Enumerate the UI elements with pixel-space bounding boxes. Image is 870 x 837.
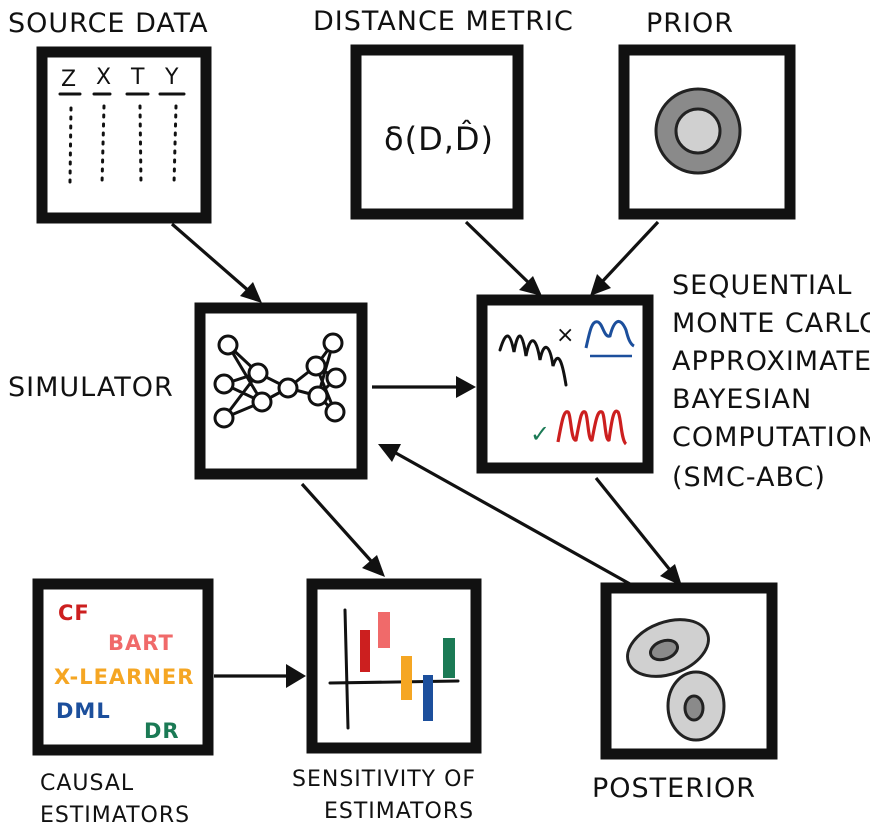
simulator-label: SIMULATOR bbox=[8, 372, 174, 403]
column-t: T bbox=[130, 65, 145, 90]
bar-x-learner bbox=[401, 656, 412, 700]
causal-label-line1: CAUSAL bbox=[40, 771, 134, 796]
sensitivity-x-axis bbox=[328, 679, 460, 685]
smc-label-line1: SEQUENTIAL bbox=[672, 270, 852, 301]
source-data-label: SOURCE DATA bbox=[8, 8, 209, 39]
arrow-simulator-to-sensitivity bbox=[300, 482, 374, 564]
prior-label: PRIOR bbox=[646, 8, 734, 39]
arrow-source-to-simulator bbox=[170, 222, 252, 294]
estimator-bart: BART bbox=[108, 631, 174, 655]
smc-label-line5: COMPUTATION bbox=[672, 422, 870, 453]
arrow-smc-to-posterior bbox=[594, 476, 672, 572]
causal-label-line2: ESTIMATORS bbox=[40, 803, 190, 828]
bar-dr bbox=[443, 638, 455, 678]
bar-dml bbox=[423, 675, 433, 721]
prior-inner-circle bbox=[674, 107, 722, 155]
smc-label-line3: APPROXIMATE bbox=[672, 346, 870, 377]
arrow-distance-to-smc bbox=[464, 220, 532, 286]
arrow-prior-to-smc bbox=[598, 220, 660, 286]
posterior-box bbox=[600, 582, 778, 760]
distance-formula: δ(D,D̂) bbox=[384, 120, 494, 158]
simulator-box bbox=[194, 302, 368, 480]
estimator-dml: DML bbox=[56, 699, 111, 723]
rejected-simulation-curve bbox=[498, 334, 568, 387]
red-distribution bbox=[556, 409, 628, 446]
sensitivity-box bbox=[306, 578, 482, 754]
distance-metric-label: DISTANCE METRIC bbox=[313, 6, 574, 37]
estimator-dr: DR bbox=[144, 719, 180, 743]
column-x: X bbox=[96, 65, 112, 90]
smc-label-line6: (SMC-ABC) bbox=[672, 462, 826, 493]
prior-box bbox=[618, 44, 796, 220]
smc-label-line2: MONTE CARLO- bbox=[672, 308, 870, 339]
estimator-cf: CF bbox=[58, 601, 90, 625]
column-z: Z bbox=[61, 67, 77, 92]
posterior-distribution-icon bbox=[626, 618, 726, 742]
smc-abc-box: × ✓ bbox=[476, 294, 654, 474]
arrows bbox=[170, 220, 682, 688]
smc-abc-label: SEQUENTIAL MONTE CARLO- APPROXIMATE BAYE… bbox=[672, 270, 870, 493]
accept-mark: ✓ bbox=[530, 420, 550, 448]
sensitivity-label-line2: ESTIMATORS bbox=[324, 799, 474, 824]
table-values-dots bbox=[68, 104, 178, 186]
posterior-label: POSTERIOR bbox=[592, 773, 756, 804]
source-data-box: Z X T Y bbox=[36, 46, 212, 224]
distance-metric-box: δ(D,D̂) bbox=[350, 44, 524, 220]
bar-bart bbox=[378, 612, 390, 648]
reject-mark: × bbox=[556, 323, 575, 348]
sensitivity-y-axis bbox=[343, 608, 350, 730]
arrow-posterior-to-simulator bbox=[393, 450, 631, 586]
causal-estimators-box: CF BART X-LEARNER DML DR bbox=[32, 578, 214, 756]
bar-cf bbox=[360, 630, 370, 672]
sensitivity-label-line1: SENSITIVITY OF bbox=[292, 767, 476, 792]
column-y: Y bbox=[164, 65, 179, 90]
neural-network-icon bbox=[213, 332, 347, 429]
estimator-x-learner: X-LEARNER bbox=[54, 665, 194, 689]
smc-label-line4: BAYESIAN bbox=[672, 384, 812, 415]
blue-distribution bbox=[584, 320, 635, 349]
